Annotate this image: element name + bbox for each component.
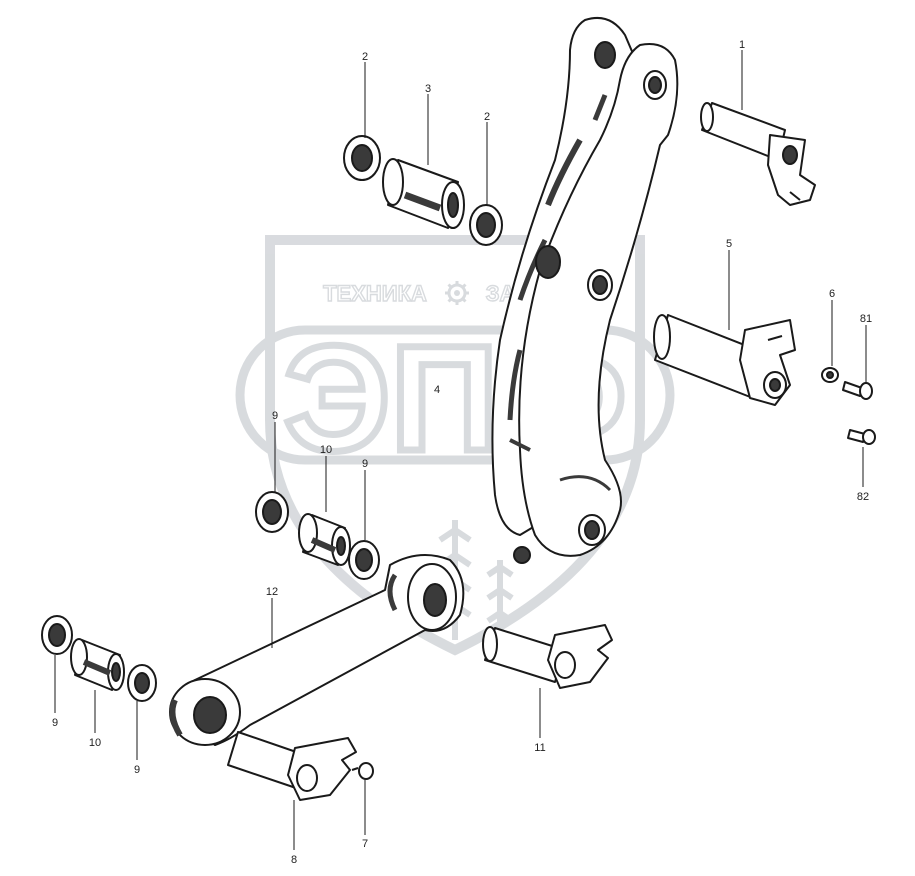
lower-bushing-10a [298, 513, 351, 566]
lower-link-arm-12 [169, 554, 465, 746]
callout-9c: 9 [52, 717, 58, 729]
watermark-shield [265, 235, 645, 656]
left-bushing-10b [70, 638, 125, 691]
lower-ring-9b [348, 540, 380, 580]
bolt-7 [351, 762, 374, 780]
middle-pin-5 [653, 314, 796, 406]
lower-pin-11 [482, 624, 613, 689]
callout-7: 7 [362, 838, 368, 850]
bolt-82 [847, 429, 876, 445]
watermark-left-word: ТЕХНИКА [323, 281, 427, 306]
lower-ring-9a [255, 491, 289, 533]
callout-9a: 9 [272, 410, 278, 422]
main-arm-bracket [491, 16, 679, 564]
upper-bushing-ring-2b [469, 204, 503, 246]
callout-4: 4 [434, 384, 440, 396]
upper-bushing-3 [382, 158, 465, 229]
watermark-ring [235, 325, 675, 465]
callout-2a: 2 [362, 51, 368, 63]
left-ring-9d [127, 664, 157, 702]
left-ring-9c [41, 615, 73, 655]
callout-82: 82 [857, 491, 869, 503]
callout-10b: 10 [89, 737, 101, 749]
callout-11: 11 [534, 742, 545, 754]
callout-6: 6 [829, 288, 835, 300]
callout-9b: 9 [362, 458, 368, 470]
leader-lines [54, 50, 867, 850]
upper-bushing-ring-2a [343, 135, 381, 181]
upper-pin-1 [700, 102, 816, 206]
washer-6 [821, 367, 839, 383]
callout-81: 81 [860, 313, 872, 325]
bottom-pin-8 [227, 731, 357, 801]
callout-12: 12 [266, 586, 278, 598]
callout-8: 8 [291, 854, 297, 866]
bolt-81 [842, 381, 873, 400]
callout-5: 5 [726, 238, 732, 250]
gear-icon [445, 281, 469, 305]
callout-3: 3 [425, 83, 431, 95]
callout-1: 1 [739, 39, 745, 51]
callout-10a: 10 [320, 444, 332, 456]
callout-9d: 9 [134, 764, 140, 776]
callout-2b: 2 [484, 111, 490, 123]
